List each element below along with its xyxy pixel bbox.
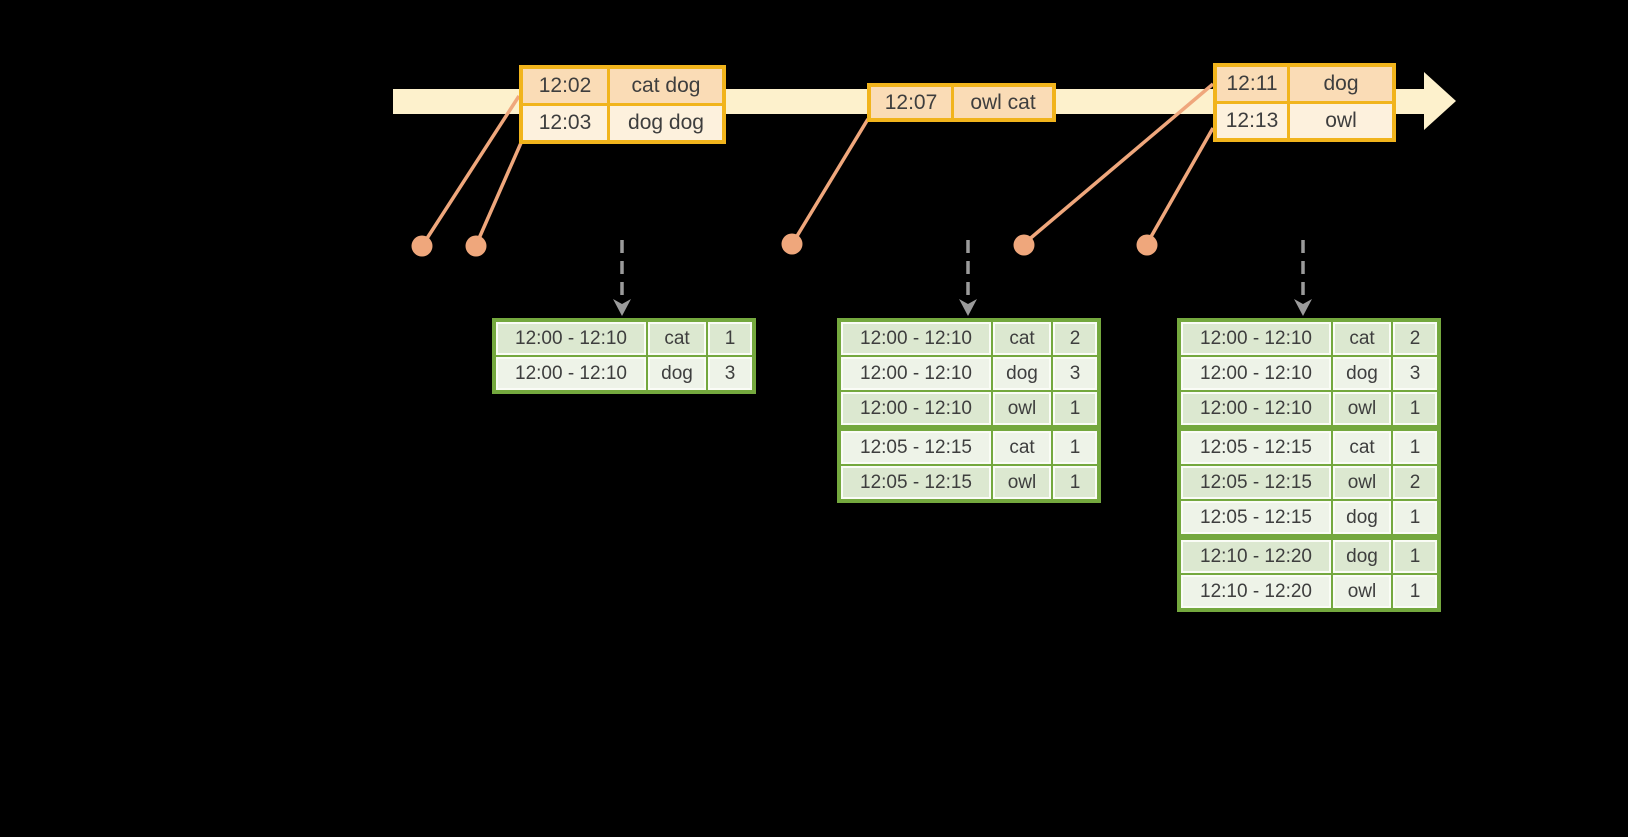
result-word-cell: owl — [1333, 575, 1391, 608]
result-window-cell: 12:10 - 12:20 — [1181, 540, 1331, 573]
trigger-arrowhead-icon — [613, 299, 631, 316]
event-connector-line — [1146, 127, 1215, 243]
event-words-cell: dog dog — [610, 106, 722, 140]
event-dot — [411, 235, 433, 257]
result-count-cell: 3 — [708, 357, 752, 390]
result-window-cell: 12:00 - 12:10 — [1181, 357, 1331, 390]
result-count-cell: 1 — [1393, 575, 1437, 608]
result-window-cell: 12:00 - 12:10 — [1181, 322, 1331, 355]
event-connector-line — [475, 135, 526, 244]
result-window-cell: 12:05 - 12:15 — [1181, 466, 1331, 499]
result-window-cell: 12:05 - 12:15 — [841, 466, 991, 499]
result-word-cell: cat — [1333, 322, 1391, 355]
result-count-cell: 2 — [1053, 322, 1097, 355]
event-connector-lines — [422, 82, 1215, 244]
result-count-cell: 1 — [1393, 501, 1437, 534]
event-connector-line — [1024, 82, 1215, 244]
timeline-arrowhead-icon — [1424, 72, 1456, 130]
result-word-cell: dog — [648, 357, 706, 390]
trigger-arrowhead-icon — [1294, 299, 1312, 316]
result-word-cell: owl — [1333, 466, 1391, 499]
result-word-cell: cat — [1333, 431, 1391, 464]
result-word-cell: owl — [993, 466, 1051, 499]
result-count-cell: 1 — [1053, 431, 1097, 464]
result-word-cell: dog — [1333, 357, 1391, 390]
result-count-cell: 1 — [1393, 392, 1437, 425]
event-time-cell: 12:13 — [1217, 104, 1287, 138]
result-window-cell: 12:00 - 12:10 — [496, 322, 646, 355]
trigger-arrowhead-icon — [959, 299, 977, 316]
result-window-cell: 12:00 - 12:10 — [841, 322, 991, 355]
result-count-cell: 1 — [1053, 392, 1097, 425]
result-window-cell: 12:05 - 12:15 — [841, 431, 991, 464]
event-dot — [1136, 234, 1158, 256]
event-time-cell: 12:03 — [523, 106, 607, 140]
event-words-cell: dog — [1290, 67, 1392, 101]
result-count-cell: 1 — [708, 322, 752, 355]
result-window-cell: 12:00 - 12:10 — [841, 392, 991, 425]
result-count-cell: 1 — [1053, 466, 1097, 499]
result-count-cell: 1 — [1393, 540, 1437, 573]
trigger-arrow-lines — [620, 240, 1305, 298]
event-dots — [411, 233, 1158, 257]
event-dot — [1013, 234, 1035, 256]
result-word-cell: dog — [993, 357, 1051, 390]
event-words-cell: cat dog — [610, 69, 722, 103]
event-time-cell: 12:07 — [871, 87, 951, 118]
result-count-cell: 3 — [1053, 357, 1097, 390]
result-count-cell: 2 — [1393, 466, 1437, 499]
event-words-cell: owl — [1290, 104, 1392, 138]
result-window-cell: 12:10 - 12:20 — [1181, 575, 1331, 608]
result-word-cell: cat — [993, 322, 1051, 355]
result-window-cell: 12:00 - 12:10 — [1181, 392, 1331, 425]
result-count-cell: 2 — [1393, 322, 1437, 355]
result-window-cell: 12:00 - 12:10 — [496, 357, 646, 390]
result-window-cell: 12:05 - 12:15 — [1181, 501, 1331, 534]
event-connector-line — [422, 95, 521, 244]
result-word-cell: owl — [1333, 392, 1391, 425]
result-window-cell: 12:05 - 12:15 — [1181, 431, 1331, 464]
result-count-cell: 1 — [1393, 431, 1437, 464]
event-time-cell: 12:11 — [1217, 67, 1287, 101]
event-time-cell: 12:02 — [523, 69, 607, 103]
result-window-cell: 12:00 - 12:10 — [841, 357, 991, 390]
result-word-cell: dog — [1333, 540, 1391, 573]
event-words-cell: owl cat — [954, 87, 1052, 118]
event-dot — [781, 233, 803, 255]
trigger-arrowheads — [613, 299, 1312, 316]
result-word-cell: owl — [993, 392, 1051, 425]
result-word-cell: cat — [648, 322, 706, 355]
result-count-cell: 3 — [1393, 357, 1437, 390]
result-word-cell: dog — [1333, 501, 1391, 534]
event-dot — [465, 235, 487, 257]
result-word-cell: cat — [993, 431, 1051, 464]
event-connector-line — [792, 118, 870, 242]
